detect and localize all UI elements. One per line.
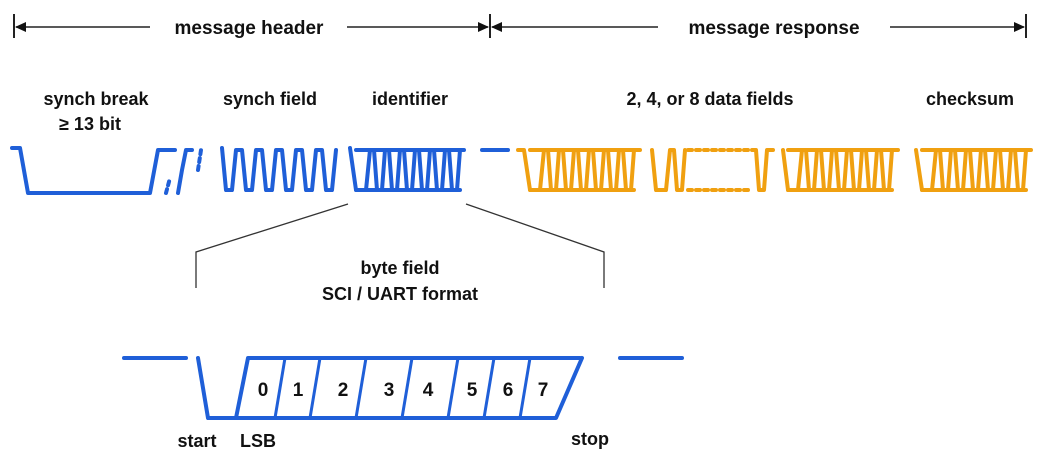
synch-break-tail bbox=[176, 148, 194, 195]
frame-bottom-line bbox=[234, 356, 584, 420]
byte-field-subtitle: SCI / UART format bbox=[322, 284, 478, 304]
bit-dividers bbox=[273, 357, 532, 419]
stop-label: stop bbox=[571, 429, 609, 449]
synch-break-waveform bbox=[10, 146, 177, 195]
bit-5: 5 bbox=[467, 380, 478, 401]
bit-2: 2 bbox=[338, 380, 349, 401]
synch-field-label: synch field bbox=[223, 89, 317, 109]
data-field-2-waveform-end bbox=[750, 148, 775, 192]
uart-byte-frame bbox=[122, 356, 684, 420]
arrowhead-mid-right-icon bbox=[491, 22, 502, 32]
data-fields-label: 2, 4, or 8 data fields bbox=[626, 89, 793, 109]
bit-4: 4 bbox=[423, 380, 434, 401]
synch-break-label: synch break bbox=[43, 89, 149, 109]
synch-break-continuation bbox=[164, 176, 172, 195]
start-label: start bbox=[177, 431, 216, 451]
synch-break-length-label: ≥ 13 bit bbox=[59, 114, 121, 134]
message-response-label: message response bbox=[688, 18, 859, 39]
data-field-1-waveform bbox=[516, 148, 642, 192]
lsb-label: LSB bbox=[240, 431, 276, 451]
zoom-line-right bbox=[465, 203, 605, 288]
bit-0: 0 bbox=[258, 380, 269, 401]
data-field-3-waveform bbox=[781, 148, 900, 192]
checksum-waveform bbox=[914, 148, 1033, 192]
synch-break-tail-dash bbox=[196, 148, 203, 172]
synch-field-waveform bbox=[220, 146, 338, 192]
bit-6: 6 bbox=[503, 380, 514, 401]
byte-field-title: byte field bbox=[360, 258, 439, 278]
arrowhead-mid-left-icon bbox=[478, 22, 489, 32]
message-dimension-bar: message header message response bbox=[13, 14, 1027, 39]
arrowhead-left-icon bbox=[15, 22, 26, 32]
message-header-label: message header bbox=[175, 18, 325, 39]
identifier-waveform bbox=[348, 146, 466, 192]
bit-7: 7 bbox=[538, 380, 549, 401]
bit-1: 1 bbox=[293, 380, 304, 401]
bit-3: 3 bbox=[384, 380, 395, 401]
arrowhead-right-icon bbox=[1014, 22, 1025, 32]
checksum-label: checksum bbox=[926, 89, 1014, 109]
zoom-line-left bbox=[195, 203, 349, 288]
identifier-label: identifier bbox=[372, 89, 448, 109]
data-field-2-waveform bbox=[650, 148, 687, 192]
